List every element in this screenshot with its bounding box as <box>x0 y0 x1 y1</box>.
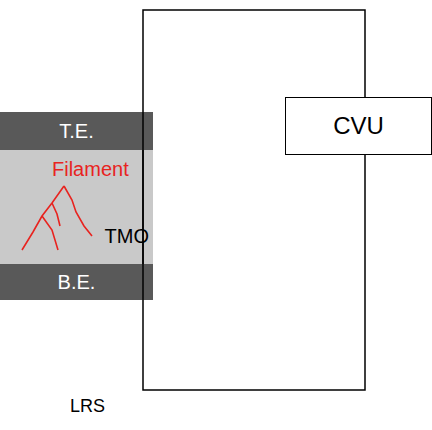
bottom-electrode: B.E. <box>0 264 153 300</box>
filament-trunk <box>22 186 64 250</box>
node-text: B.E. <box>58 271 96 294</box>
filament-label: Filament <box>52 158 129 181</box>
node-text: CVU <box>333 112 384 140</box>
top-electrode: T.E. <box>0 112 153 150</box>
node-text: TMO <box>105 225 149 248</box>
filament-branch <box>64 186 92 236</box>
node-text: T.E. <box>59 120 93 143</box>
oxide-layer <box>0 150 153 264</box>
filament-branch <box>52 203 60 226</box>
bottom-electrode-layer <box>0 264 153 300</box>
top-electrode-layer <box>0 112 153 150</box>
filament-branches <box>22 186 92 250</box>
circuit-wire <box>143 150 365 390</box>
instrument-box: CVU <box>285 97 432 155</box>
filament-branch <box>42 216 58 250</box>
state-label: LRS <box>70 396 105 417</box>
